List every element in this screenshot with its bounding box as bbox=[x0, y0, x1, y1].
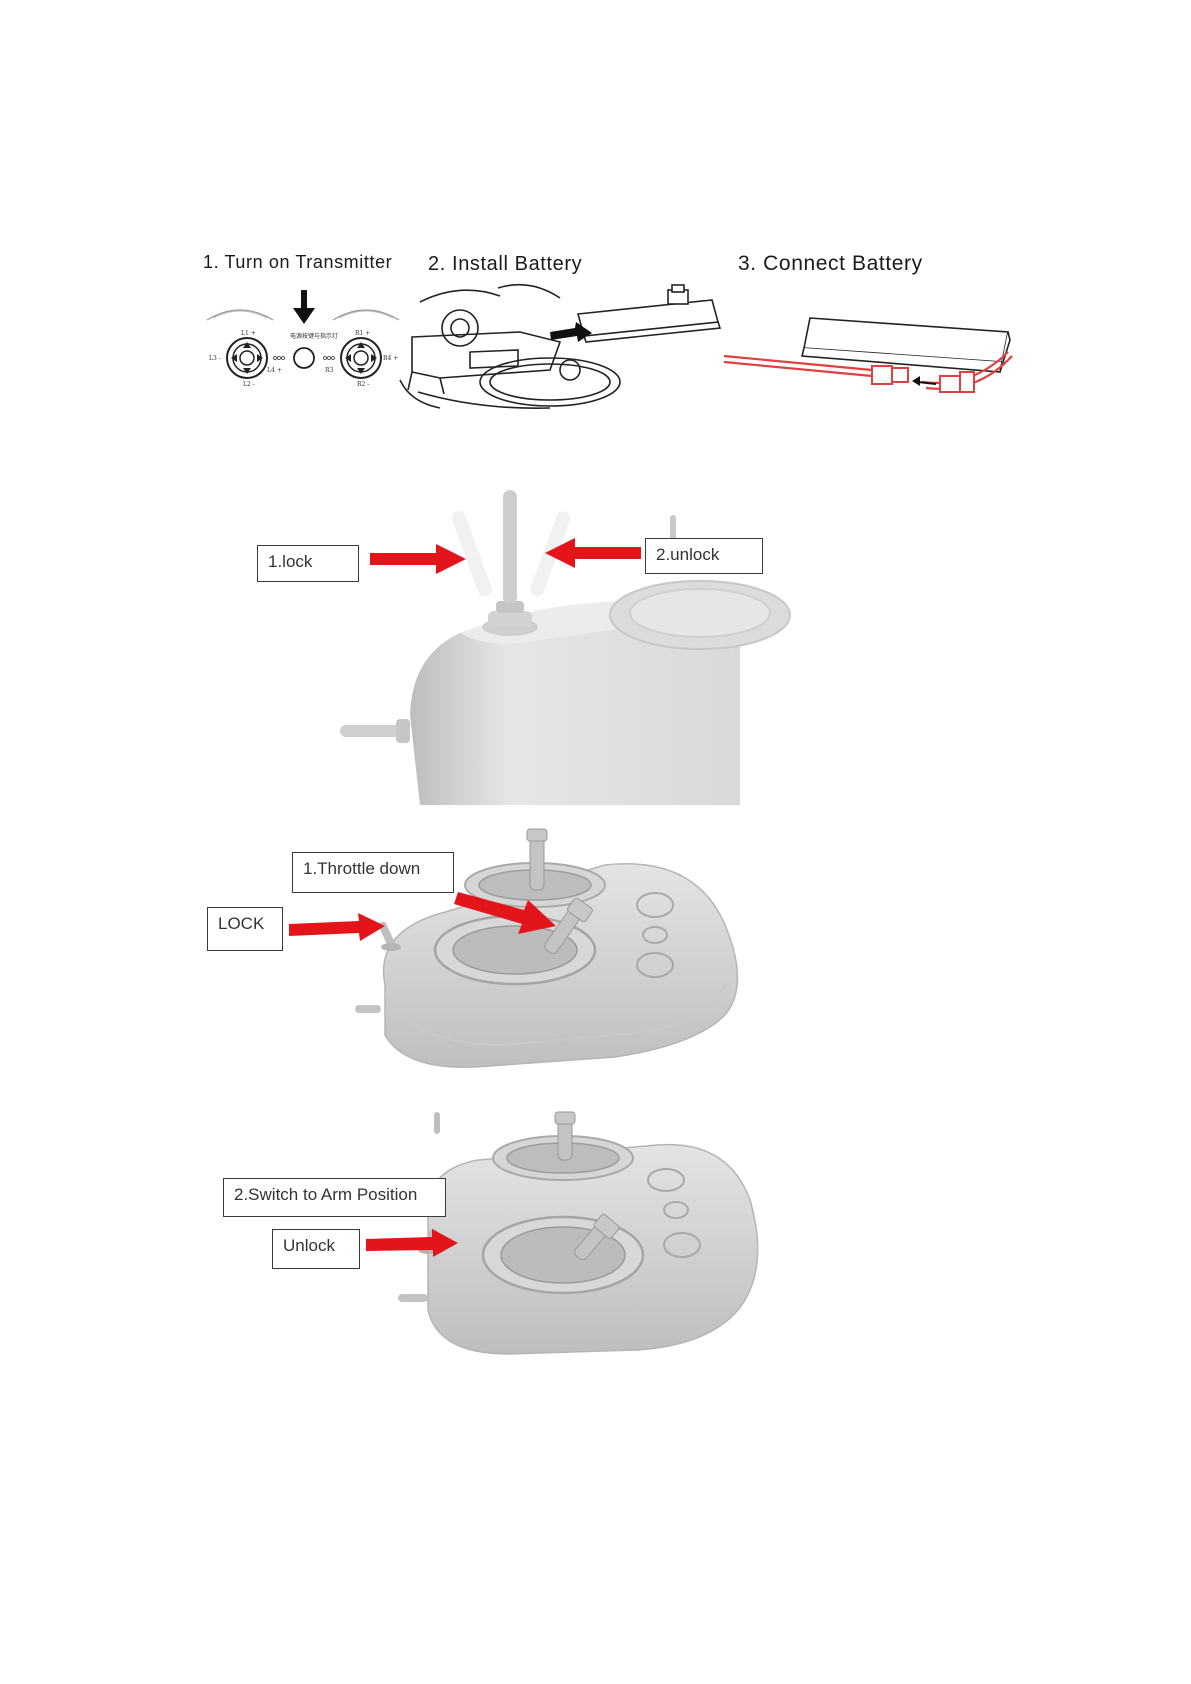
transmitter-panel-illustration: 电源按键与指示灯 L1 + L3 - L4 + L2 - R1 + R4 + R… bbox=[205, 290, 405, 400]
battery-plug-icon bbox=[872, 366, 974, 392]
label-l4: L4 + bbox=[267, 367, 282, 374]
power-caption: 电源按键与指示灯 bbox=[290, 332, 338, 340]
install-battery-illustration bbox=[400, 282, 730, 410]
lock-arrow-icon bbox=[370, 544, 466, 574]
lock-callout: 1.lock bbox=[257, 545, 359, 582]
label-r2: R2 - bbox=[357, 381, 369, 388]
unlock-arrow-icon bbox=[545, 538, 641, 568]
label-r1: R1 + bbox=[355, 330, 370, 337]
lock-switch-arrow-icon bbox=[289, 913, 385, 943]
connect-battery-illustration bbox=[722, 312, 1018, 412]
step-1-title: 1. Turn on Transmitter bbox=[203, 252, 392, 273]
throttle-down-arrow-icon bbox=[458, 880, 558, 940]
step-3-title: 3. Connect Battery bbox=[738, 252, 923, 276]
power-button-icon bbox=[294, 348, 314, 368]
throttle-down-callout: 1.Throttle down bbox=[292, 852, 454, 893]
switch-to-arm-callout: 2.Switch to Arm Position bbox=[223, 1178, 446, 1217]
label-l2: L2 - bbox=[243, 381, 255, 388]
lock-position-callout: LOCK bbox=[207, 907, 283, 951]
label-r4: R4 + bbox=[383, 355, 398, 362]
connect-arrow-icon bbox=[912, 376, 936, 386]
step-2-title: 2. Install Battery bbox=[428, 253, 582, 276]
label-l1: L1 + bbox=[241, 330, 256, 337]
right-dpad-icon bbox=[341, 338, 381, 378]
unlock-callout: 2.unlock bbox=[645, 538, 763, 574]
unlock-switch-arrow-icon bbox=[366, 1229, 458, 1259]
power-arrow-icon bbox=[293, 290, 315, 324]
unlock-position-callout: Unlock bbox=[272, 1229, 360, 1269]
label-r3: R3 bbox=[325, 367, 334, 374]
label-l3: L3 - bbox=[209, 355, 221, 362]
left-dpad-icon bbox=[227, 338, 267, 378]
